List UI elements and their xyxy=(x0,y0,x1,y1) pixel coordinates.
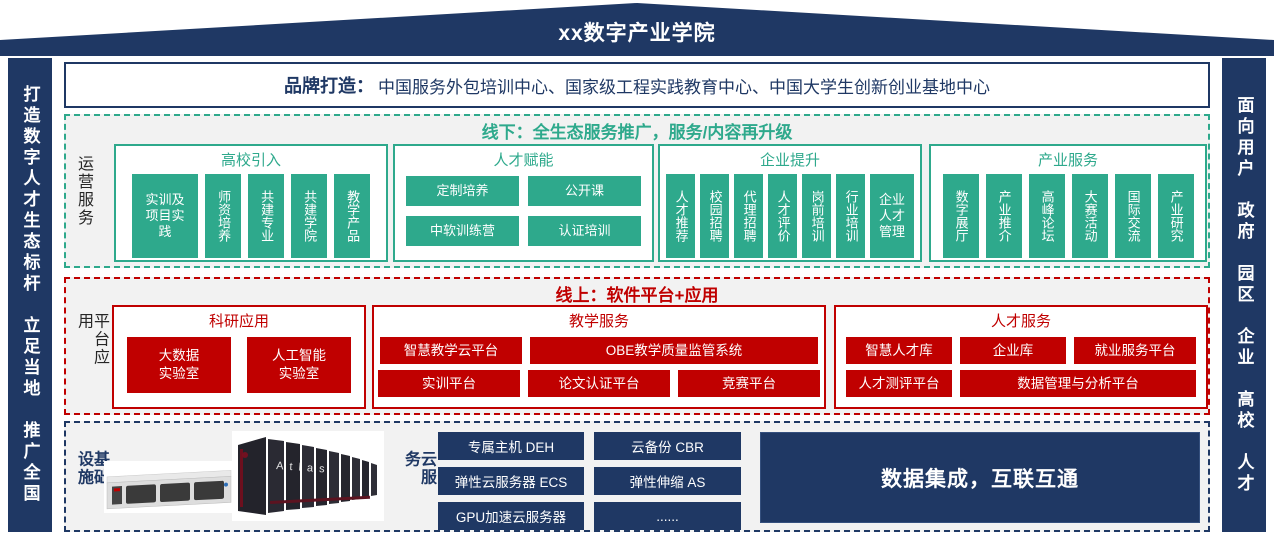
brand-bar: 品牌打造： 中国服务外包培训中心、国家级工程实践教育中心、中国大学生创新创业基地… xyxy=(64,62,1210,108)
chip: 就业服务平台 xyxy=(1074,337,1196,364)
online-section-header: 线上：软件平台+应用 xyxy=(555,286,719,305)
chip: 实训平台 xyxy=(378,370,520,397)
group-research-applications: 科研应用 大数据实验室 人工智能实验室 xyxy=(112,305,366,409)
offline-section-header: 线下：全生态服务推广，服务/内容再升级 xyxy=(481,123,793,142)
chips-row: 智慧人才库 企业库 就业服务平台 xyxy=(836,337,1206,364)
cloud-chip: 弹性伸缩 AS xyxy=(594,467,741,495)
chip: 大数据实验室 xyxy=(127,337,231,393)
right-pillar-text: 面向用户 政府 园区 企业 高校 人才 xyxy=(1234,95,1254,495)
infrastructure-section: 基础设施 xyxy=(64,421,1210,532)
chips-row: 人才推荐 校园招聘 代理招聘 人才评价 岗前培训 行业培训 企业人才管理 xyxy=(660,174,920,258)
chip: 中软训练营 xyxy=(406,216,519,246)
chip: 数字展厅 xyxy=(942,174,979,258)
chip: 岗前培训 xyxy=(802,174,831,258)
group-industry-services: 产业服务 数字展厅 产业推介 高峰论坛 大赛活动 国际交流 产业研究 xyxy=(929,144,1207,262)
group-talent-empowerment: 人才赋能 定制培养 公开课 中软训练营 认证培训 xyxy=(393,144,654,262)
group-title: 教学服务 xyxy=(568,313,629,330)
group-title: 企业提升 xyxy=(759,152,820,169)
cloud-services-grid: 专属主机 DEH 云备份 CBR 弹性云服务器 ECS 弹性伸缩 AS GPU加… xyxy=(438,432,741,530)
chip: 企业库 xyxy=(960,337,1066,364)
chip: 共建专业 xyxy=(248,174,284,258)
brand-content: 中国服务外包培训中心、国家级工程实践教育中心、中国大学生创新创业基地中心 xyxy=(378,77,990,97)
group-title: 科研应用 xyxy=(208,313,269,330)
chips-row: 大数据实验室 人工智能实验室 xyxy=(114,337,364,393)
chip: 人才测评平台 xyxy=(846,370,952,397)
online-side-label: 平台应用 xyxy=(75,312,108,367)
left-pillar-text: 打造数字人才生态标杆 立足当地 推广全国 xyxy=(20,85,40,505)
chips-row: 实训平台 论文认证平台 竞赛平台 xyxy=(374,370,824,397)
chip: 大赛活动 xyxy=(1071,174,1108,258)
chip: 实训及项目实践 xyxy=(132,174,198,258)
chip: 高峰论坛 xyxy=(1028,174,1065,258)
group-talent-services: 人才服务 智慧人才库 企业库 就业服务平台 人才测评平台 数据管理与分析平台 xyxy=(834,305,1208,409)
chip: 教学产品 xyxy=(334,174,370,258)
group-title: 产业服务 xyxy=(1037,152,1098,169)
chip: 人才推荐 xyxy=(666,174,695,258)
cloud-services-label: 云服务 xyxy=(402,449,435,486)
cloud-chip: 云备份 CBR xyxy=(594,432,741,460)
chips-grid: 定制培养 公开课 中软训练营 认证培训 xyxy=(395,170,652,246)
chip: 行业培训 xyxy=(836,174,865,258)
chip: 企业人才管理 xyxy=(870,174,914,258)
group-title: 高校引入 xyxy=(220,152,281,169)
chip: 产业推介 xyxy=(985,174,1022,258)
chip: 人才评价 xyxy=(768,174,797,258)
left-pillar: 打造数字人才生态标杆 立足当地 推广全国 xyxy=(8,58,52,532)
cloud-chip: ...... xyxy=(594,502,741,530)
svg-text:Atlas: Atlas xyxy=(276,460,331,476)
chip: 国际交流 xyxy=(1114,174,1151,258)
offline-side-label: 运营服务 xyxy=(75,155,92,227)
cloud-chip: GPU加速云服务器 xyxy=(438,502,584,530)
chip: 智慧人才库 xyxy=(846,337,952,364)
chip: 数据管理与分析平台 xyxy=(960,370,1196,397)
group-enterprise-improvement: 企业提升 人才推荐 校园招聘 代理招聘 人才评价 岗前培训 行业培训 企业人才管… xyxy=(658,144,922,262)
chip: 校园招聘 xyxy=(700,174,729,258)
chip: 智慧教学云平台 xyxy=(380,337,522,364)
chip: 竞赛平台 xyxy=(678,370,820,397)
chip: 师资培养 xyxy=(205,174,241,258)
group-title: 人才赋能 xyxy=(493,152,554,169)
rack-server-image xyxy=(104,461,234,513)
banner-roof-shape xyxy=(0,3,1274,56)
chip: 代理招聘 xyxy=(734,174,763,258)
offline-services-section: 线下：全生态服务推广，服务/内容再升级 运营服务 高校引入 实训及项目实践 师资… xyxy=(64,114,1210,268)
chip: 认证培训 xyxy=(528,216,641,246)
chip: OBE教学质量监管系统 xyxy=(530,337,818,364)
cloud-chip: 弹性云服务器 ECS xyxy=(438,467,584,495)
page-title: xx数字产业学院 xyxy=(558,22,716,45)
cloud-chip: 专属主机 DEH xyxy=(438,432,584,460)
infrastructure-side-label: 基础设施 xyxy=(75,449,108,486)
chips-row: 实训及项目实践 师资培养 共建专业 共建学院 教学产品 xyxy=(116,174,386,258)
chip: 定制培养 xyxy=(406,176,519,206)
brand-label: 品牌打造： xyxy=(284,76,374,96)
group-teaching-services: 教学服务 智慧教学云平台 OBE教学质量监管系统 实训平台 论文认证平台 竞赛平… xyxy=(372,305,826,409)
group-title: 人才服务 xyxy=(990,313,1051,330)
chip: 公开课 xyxy=(528,176,641,206)
right-pillar: 面向用户 政府 园区 企业 高校 人才 xyxy=(1222,58,1266,532)
online-platform-section: 线上：软件平台+应用 平台应用 科研应用 大数据实验室 人工智能实验室 教学服务… xyxy=(64,277,1210,415)
chip: 共建学院 xyxy=(291,174,327,258)
data-integration-banner: 数据集成，互联互通 xyxy=(760,432,1200,523)
chips-row: 智慧教学云平台 OBE教学质量监管系统 xyxy=(374,337,824,364)
chips-row: 数字展厅 产业推介 高峰论坛 大赛活动 国际交流 产业研究 xyxy=(931,174,1205,258)
chip: 人工智能实验室 xyxy=(247,337,351,393)
atlas-server-cluster-image: Atlas xyxy=(232,431,384,521)
group-university-intro: 高校引入 实训及项目实践 师资培养 共建专业 共建学院 教学产品 xyxy=(114,144,388,262)
chip: 论文认证平台 xyxy=(528,370,670,397)
chips-row: 人才测评平台 数据管理与分析平台 xyxy=(836,370,1206,397)
chip: 产业研究 xyxy=(1157,174,1194,258)
